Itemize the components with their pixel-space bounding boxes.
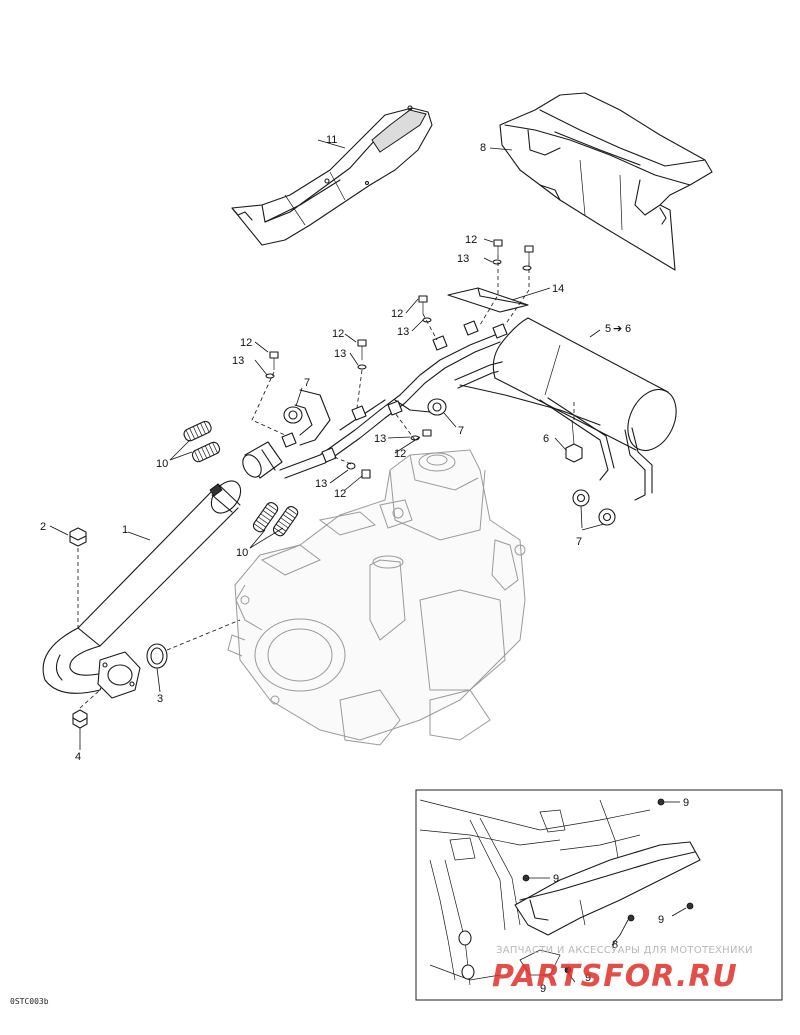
pipe-sleeve [242, 441, 283, 479]
callout-8: 8 [480, 142, 486, 154]
callout-13c: 13 [232, 355, 244, 367]
inset-callout-9c: 9 [658, 914, 664, 926]
callout-labels: 1 2 3 4 5 ➔ 6 6 7 7 7 8 10 10 11 12 12 1… [40, 134, 631, 763]
callout-4: 4 [75, 751, 81, 763]
callout-12f: 12 [334, 488, 346, 500]
watermark: ЗАПЧАСТИ И АКСЕССУАРЫ ДЛЯ МОТОТЕХНИКИ PA… [492, 945, 753, 994]
heat-shield-11 [231, 105, 433, 246]
callout-13a: 13 [457, 253, 469, 265]
callout-5: 5 [605, 323, 611, 335]
callout-12c: 12 [240, 337, 252, 349]
nut-4 [72, 709, 88, 729]
inset-callout-9b: 9 [553, 873, 559, 885]
bracket-plate-14 [447, 287, 529, 313]
callout-7b: 7 [458, 425, 464, 437]
callout-13e: 13 [374, 433, 386, 445]
diagram-reference-code: 0STC003b [10, 997, 49, 1006]
alignment-lines [77, 255, 575, 709]
callout-2: 2 [40, 521, 46, 533]
callout-1: 1 [122, 524, 128, 536]
inset-leaders [529, 801, 687, 983]
heat-shield-8 [499, 92, 713, 271]
callout-14: 14 [552, 283, 564, 295]
rubber-mounts-7 [283, 398, 616, 526]
callout-10a: 10 [156, 458, 168, 470]
callout-12e: 12 [394, 448, 406, 460]
muffler-5-6 [459, 317, 677, 501]
callout-13f: 13 [315, 478, 327, 490]
inset-callout-9d: 9 [540, 983, 546, 995]
callout-arrow: ➔ [613, 323, 622, 335]
bolt-6 [565, 419, 583, 463]
engine-block [227, 449, 526, 746]
callout-13b: 13 [397, 326, 409, 338]
inset-detail-view: 9 9 9 9 9 8 [415, 789, 783, 1001]
inset-heat-shield-8 [514, 841, 701, 936]
watermark-tagline: ЗАПЧАСТИ И АКСЕССУАРЫ ДЛЯ МОТОТЕХНИКИ [496, 945, 753, 956]
nut-2 [69, 527, 87, 547]
callout-6-muffler: 6 [625, 323, 631, 335]
callout-12d: 12 [332, 328, 344, 340]
springs-10-lower [252, 502, 299, 537]
callout-7a: 7 [304, 377, 310, 389]
springs-10-upper [183, 420, 221, 463]
callout-11: 11 [326, 134, 337, 146]
watermark-logo: PARTSFOR.RU [492, 959, 738, 994]
inset-frame-lines [419, 799, 651, 986]
bolts-12-washers-13 [265, 239, 534, 479]
muffler-support-bracket [279, 320, 513, 479]
inset-callout-9a: 9 [683, 797, 689, 809]
callout-3: 3 [157, 693, 163, 705]
exhaust-gasket-3 [146, 643, 168, 669]
inset-callout-8: 8 [612, 939, 618, 951]
callout-12b: 12 [391, 308, 403, 320]
callout-10b: 10 [236, 547, 248, 559]
exhaust-pipe-1 [42, 480, 242, 699]
callout-13d: 13 [334, 348, 346, 360]
inset-callout-9e: 9 [585, 972, 591, 984]
inset-screws-9 [522, 798, 694, 974]
callout-12a: 12 [465, 234, 477, 246]
callout-7c: 7 [576, 536, 582, 548]
callout-6: 6 [543, 433, 549, 445]
leader-lines [49, 139, 605, 750]
